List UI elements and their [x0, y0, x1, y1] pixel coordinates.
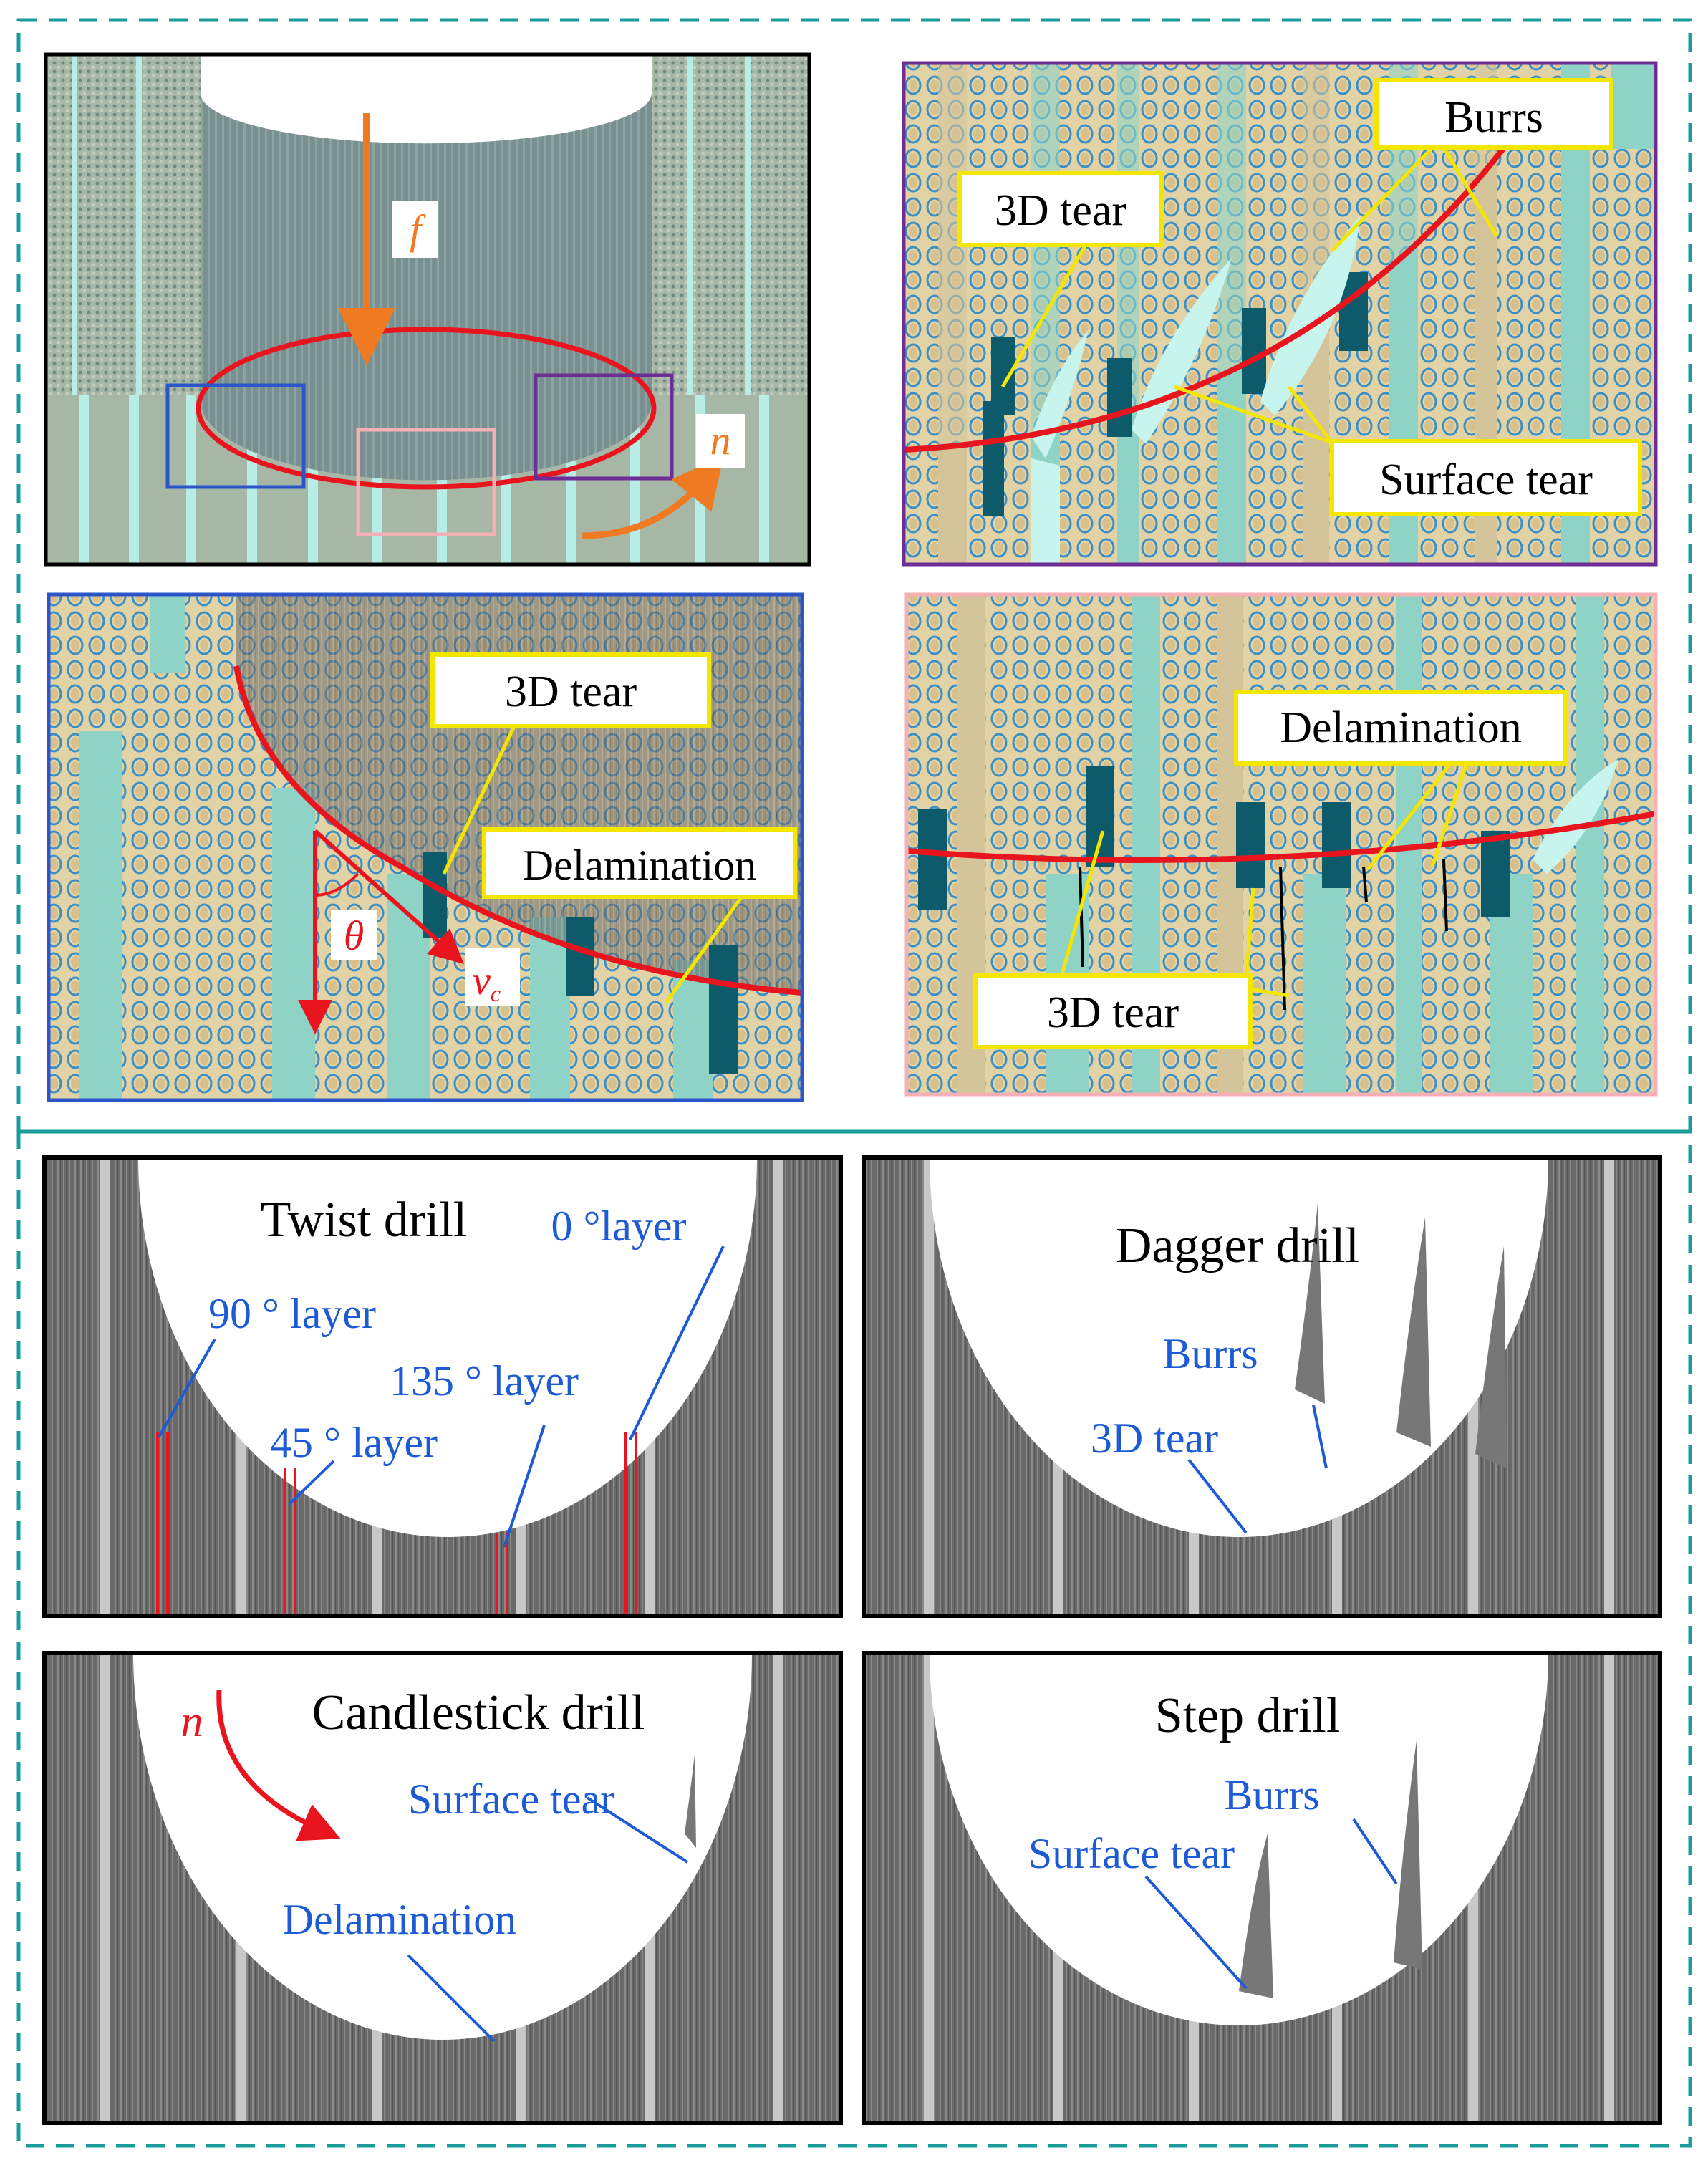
dagger-drill-title: Dagger drill	[1116, 1218, 1359, 1273]
dagger-tear3d-label: 3D tear	[1091, 1415, 1218, 1462]
cut-boundary-pink	[907, 811, 1656, 863]
top-dashed-frame	[16, 18, 1692, 1134]
burrs-label: Burrs	[1444, 93, 1543, 142]
bottom-dashed-frame	[16, 1129, 1692, 2148]
overview-panel: f n	[46, 54, 809, 564]
candle-surface-tear-label: Surface tear	[408, 1776, 614, 1823]
red-ellipse	[196, 327, 657, 490]
blue-detail-panel: θ vc 3D tear Delamination	[49, 594, 802, 1100]
dagger-drill-panel: Dagger drill Burrs 3D tear	[864, 1157, 1660, 1616]
delamination-label-pink: Delamination	[1280, 703, 1521, 752]
layer-45-label: 45 ° layer	[270, 1419, 438, 1466]
rotation-arrow	[581, 456, 724, 539]
tear3d-label-purple: 3D tear	[995, 186, 1127, 235]
cut-boundary	[904, 138, 1512, 453]
candlestick-drill-panel: n Candlestick drill Surface tear Delamin…	[44, 1653, 841, 2123]
twist-drill-title: Twist drill	[261, 1193, 468, 1248]
pink-detail-panel: Delamination 3D tear	[907, 594, 1656, 1094]
theta-label: θ	[344, 912, 365, 959]
cut-boundary-blue	[233, 665, 802, 996]
layer-0-label: 0 °layer	[551, 1203, 687, 1250]
delamination-label-blue: Delamination	[523, 842, 757, 889]
step-surface-tear-label: Surface tear	[1028, 1830, 1235, 1877]
tear3d-label-blue: 3D tear	[505, 668, 637, 716]
layer-135-label: 135 ° layer	[390, 1357, 579, 1405]
blue-box	[165, 383, 306, 489]
tear3d-label-pink: 3D tear	[1047, 988, 1179, 1037]
vc-label: vc	[473, 959, 501, 1006]
twist-drill-panel: Twist drill 0 °layer 90 ° layer 135 ° la…	[44, 1157, 841, 1616]
purple-detail-panel: Burrs 3D tear Surface tear	[904, 63, 1656, 564]
candle-delamination-label: Delamination	[283, 1896, 517, 1943]
candle-rotation-label: n	[181, 1697, 203, 1746]
step-drill-title: Step drill	[1155, 1688, 1341, 1743]
layer-90-label: 90 ° layer	[208, 1290, 376, 1337]
step-drill-panel: Step drill Burrs Surface tear	[864, 1653, 1660, 2123]
candle-rotation-arrow	[216, 1690, 341, 1841]
purple-box	[534, 373, 674, 481]
pink-box	[356, 428, 496, 536]
dagger-burrs-label: Burrs	[1162, 1330, 1258, 1377]
surface-tear-label-purple: Surface tear	[1379, 456, 1593, 504]
rotation-label: n	[710, 417, 731, 463]
candlestick-drill-title: Candlestick drill	[312, 1685, 645, 1740]
step-burrs-label: Burrs	[1224, 1771, 1319, 1818]
